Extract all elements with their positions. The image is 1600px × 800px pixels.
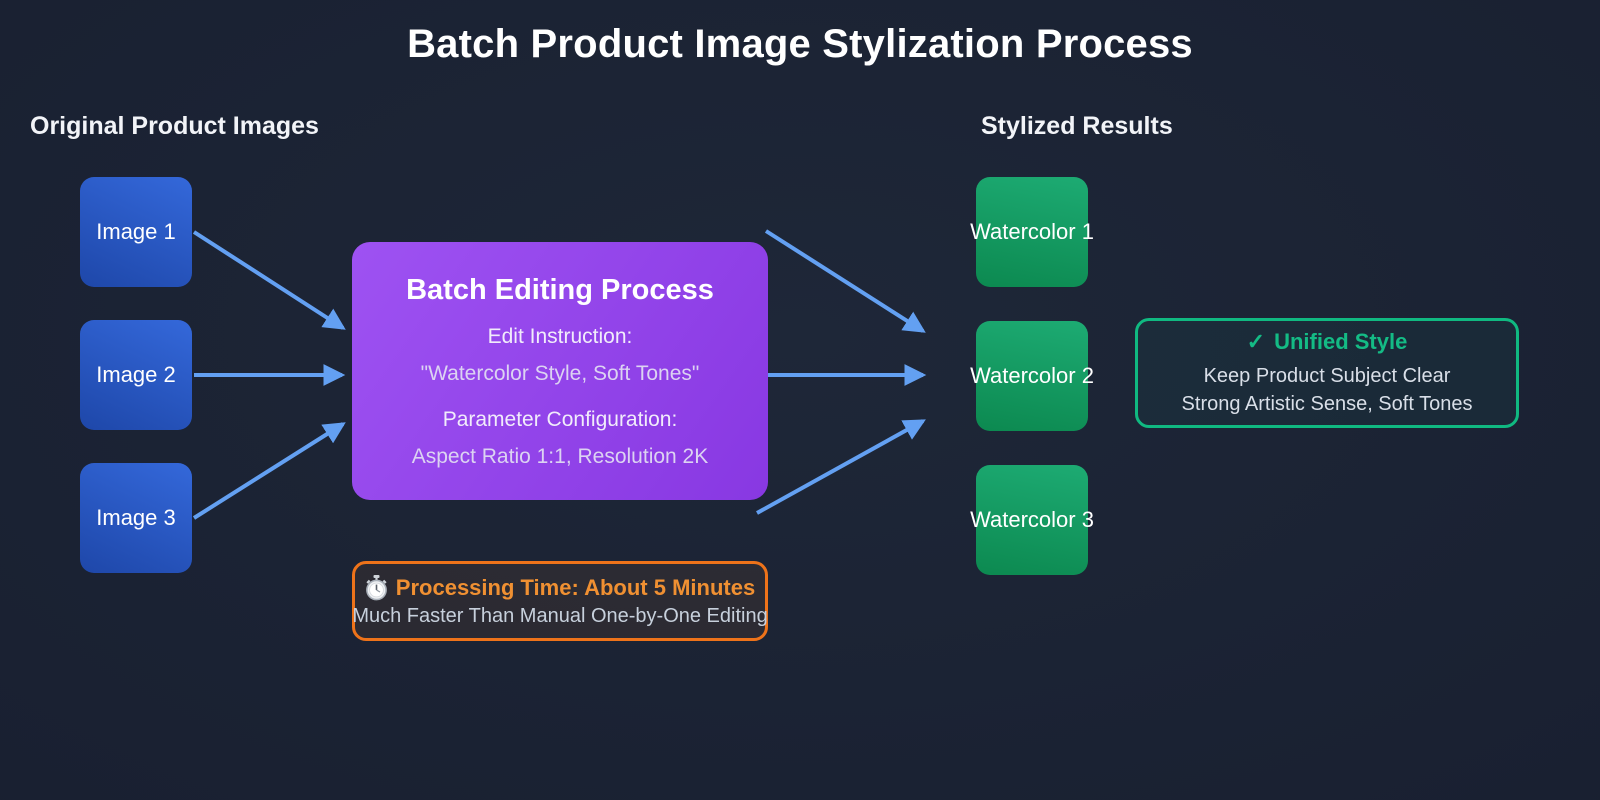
result-node-watercolor-2: Watercolor 2 — [970, 321, 1094, 431]
stopwatch-icon — [365, 574, 388, 601]
arrow-process-to-result3 — [756, 419, 926, 515]
parameter-config-label: Parameter Configuration: — [442, 408, 678, 431]
result-node-watercolor-3: Watercolor 3 — [970, 465, 1094, 575]
page-title: Batch Product Image Stylization Process — [407, 22, 1193, 66]
result-node-label: Watercolor 1 — [970, 219, 1094, 244]
check-icon: ✓ — [1246, 328, 1266, 354]
result-node-label: Watercolor 2 — [970, 363, 1094, 388]
arrow-image3-to-process — [192, 422, 346, 520]
arrow-image1-to-process — [192, 230, 346, 330]
right-section-heading: Stylized Results — [981, 112, 1173, 140]
edit-instruction-label: Edit Instruction: — [487, 325, 633, 348]
unified-style-line-2: Strong Artistic Sense, Soft Tones — [1181, 392, 1473, 415]
process-node: Batch Editing Process Edit Instruction: … — [352, 242, 768, 500]
source-node-image-1: Image 1 — [80, 177, 192, 287]
process-node-title: Batch Editing Process — [406, 274, 714, 306]
result-node-label: Watercolor 3 — [970, 507, 1094, 532]
processing-time-text: Processing Time: About 5 Minutes — [395, 574, 756, 600]
unified-style-title: Unified Style — [1274, 328, 1408, 354]
parameter-config-value: Aspect Ratio 1:1, Resolution 2K — [411, 445, 709, 468]
arrow-process-to-result1 — [764, 229, 926, 333]
processing-time-subtext: Much Faster Than Manual One-by-One Editi… — [352, 604, 768, 627]
left-section-heading: Original Product Images — [30, 112, 319, 140]
processing-time-note: Processing Time: About 5 Minutes Much Fa… — [352, 561, 768, 641]
result-node-watercolor-1: Watercolor 1 — [970, 177, 1094, 287]
source-node-label: Image 1 — [96, 219, 176, 244]
source-node-image-3: Image 3 — [80, 463, 192, 573]
unified-style-line-1: Keep Product Subject Clear — [1203, 364, 1451, 387]
source-node-label: Image 2 — [96, 362, 176, 387]
source-node-label: Image 3 — [96, 505, 176, 530]
edit-instruction-value: "Watercolor Style, Soft Tones" — [420, 362, 700, 385]
source-node-image-2: Image 2 — [80, 320, 192, 430]
unified-style-callout: ✓ Unified Style Keep Product Subject Cle… — [1135, 318, 1519, 428]
